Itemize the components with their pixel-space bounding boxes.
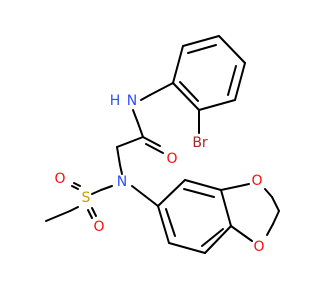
atom-o-sulfonyl-2: O [93,219,104,235]
bond-o3-ch2 [264,188,273,198]
atom-s: S [82,190,91,206]
bond-ch2-n-end [119,164,123,175]
bromophenyl-ring [172,35,246,111]
aromatic-bond [179,81,199,102]
bond-c-o4-end [244,235,253,242]
bond-c-n-end [140,94,151,101]
aromatic-bond [165,208,176,237]
bond-s-o2 [87,209,93,219]
bond [182,35,220,47]
bond [220,189,232,227]
bond-ch2-o4-end [266,223,274,236]
atom-o-sulfonyl-1: O [54,171,65,187]
bond-s-ch3 [69,206,79,212]
bond-n-ar [131,185,146,197]
bond-s-o1 [71,185,79,190]
benzodioxole-ring [157,179,232,254]
bond [172,82,200,111]
bond [157,179,186,207]
aromatic-bond [227,65,237,96]
bond [168,242,206,254]
bond [184,179,222,191]
bond-o3-ch2-end [271,196,280,212]
bond-n-ar-end [144,195,159,207]
aromatic-bond [187,44,217,54]
bond-ch2-o4 [272,210,280,225]
atom-n-sulfonamide: N [117,174,127,190]
atom-o-dioxole-1: O [251,173,262,189]
aromatic-bond [183,188,215,198]
bond-n-c-end [137,122,144,138]
aromatic-bond [201,228,224,247]
bond-c-o4 [230,225,246,237]
bond-c-ch2 [116,136,144,148]
bond-s-o2-double [91,207,97,217]
bond-n-s-end [91,189,102,195]
bond [157,205,170,244]
bond-c-o [142,136,161,147]
bond-n-c [132,109,139,124]
bond-c-o-double [145,143,164,154]
bond-s-ch3-end [45,210,71,222]
bond-c-o3 [220,185,241,191]
bond [172,45,184,84]
atom-o-carbonyl: O [166,151,177,167]
bond-c-o3-end [239,183,250,187]
atom-n-amide: N [127,93,137,109]
bond-n-s [100,185,113,191]
structure-diagram: N H O Br N S O O O O [45,35,280,255]
atom-h-amide: H [110,93,121,109]
bond-c-n [149,82,174,96]
bond-s-o1-double [73,182,81,187]
molecule-svg: N H O Br N S O O O O [45,35,280,255]
atom-br: Br [192,135,208,151]
bond-ch2-n [116,146,121,166]
bond [234,62,246,101]
bond [218,35,246,64]
atom-o-dioxole-2: O [253,239,264,255]
bond [198,99,236,111]
bond [204,225,232,254]
